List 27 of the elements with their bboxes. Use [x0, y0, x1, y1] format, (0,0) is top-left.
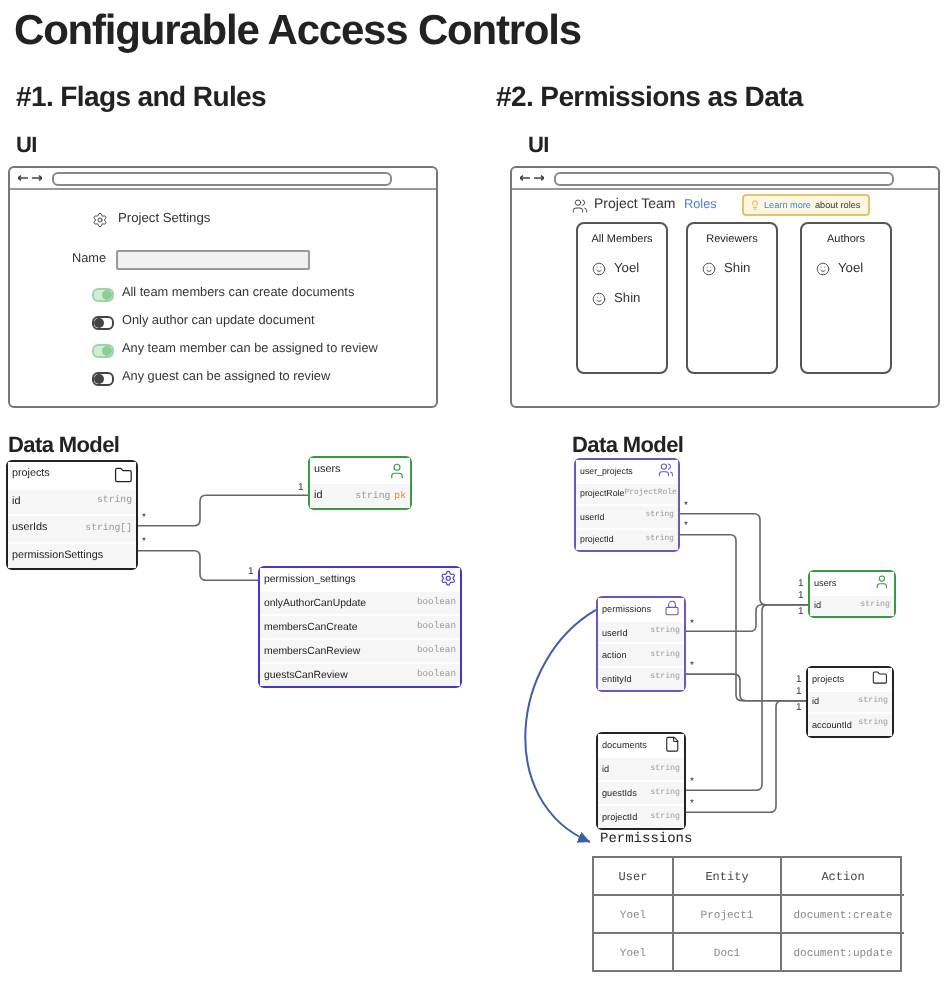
relation-line [685, 699, 807, 813]
entity-table [596, 732, 686, 830]
curved-arrow [524, 608, 597, 843]
section-heading: Data Model [8, 434, 120, 458]
section-heading: UI [16, 134, 37, 158]
section-heading: Data Model [572, 434, 684, 458]
title: Configurable Access Controls [14, 8, 581, 56]
role-column [686, 222, 778, 374]
entity-table [308, 456, 412, 510]
entity-table [808, 570, 896, 618]
relation-line [137, 494, 309, 527]
entity-table [574, 458, 680, 552]
section-heading: #2. Permissions as Data [496, 80, 803, 112]
browser-window [8, 166, 438, 408]
section-heading: #1. Flags and Rules [16, 80, 267, 112]
entity-table [6, 460, 138, 570]
entity-table [806, 666, 894, 737]
role-column [576, 222, 668, 374]
role-column [800, 222, 892, 374]
relation-line [685, 603, 809, 791]
permissions-table [592, 832, 902, 978]
section-heading: UI [528, 134, 549, 158]
entity-table [258, 566, 462, 688]
entity-table [596, 596, 686, 692]
relation-line [137, 549, 259, 581]
browser-window [510, 166, 940, 408]
info-callout [742, 194, 870, 216]
